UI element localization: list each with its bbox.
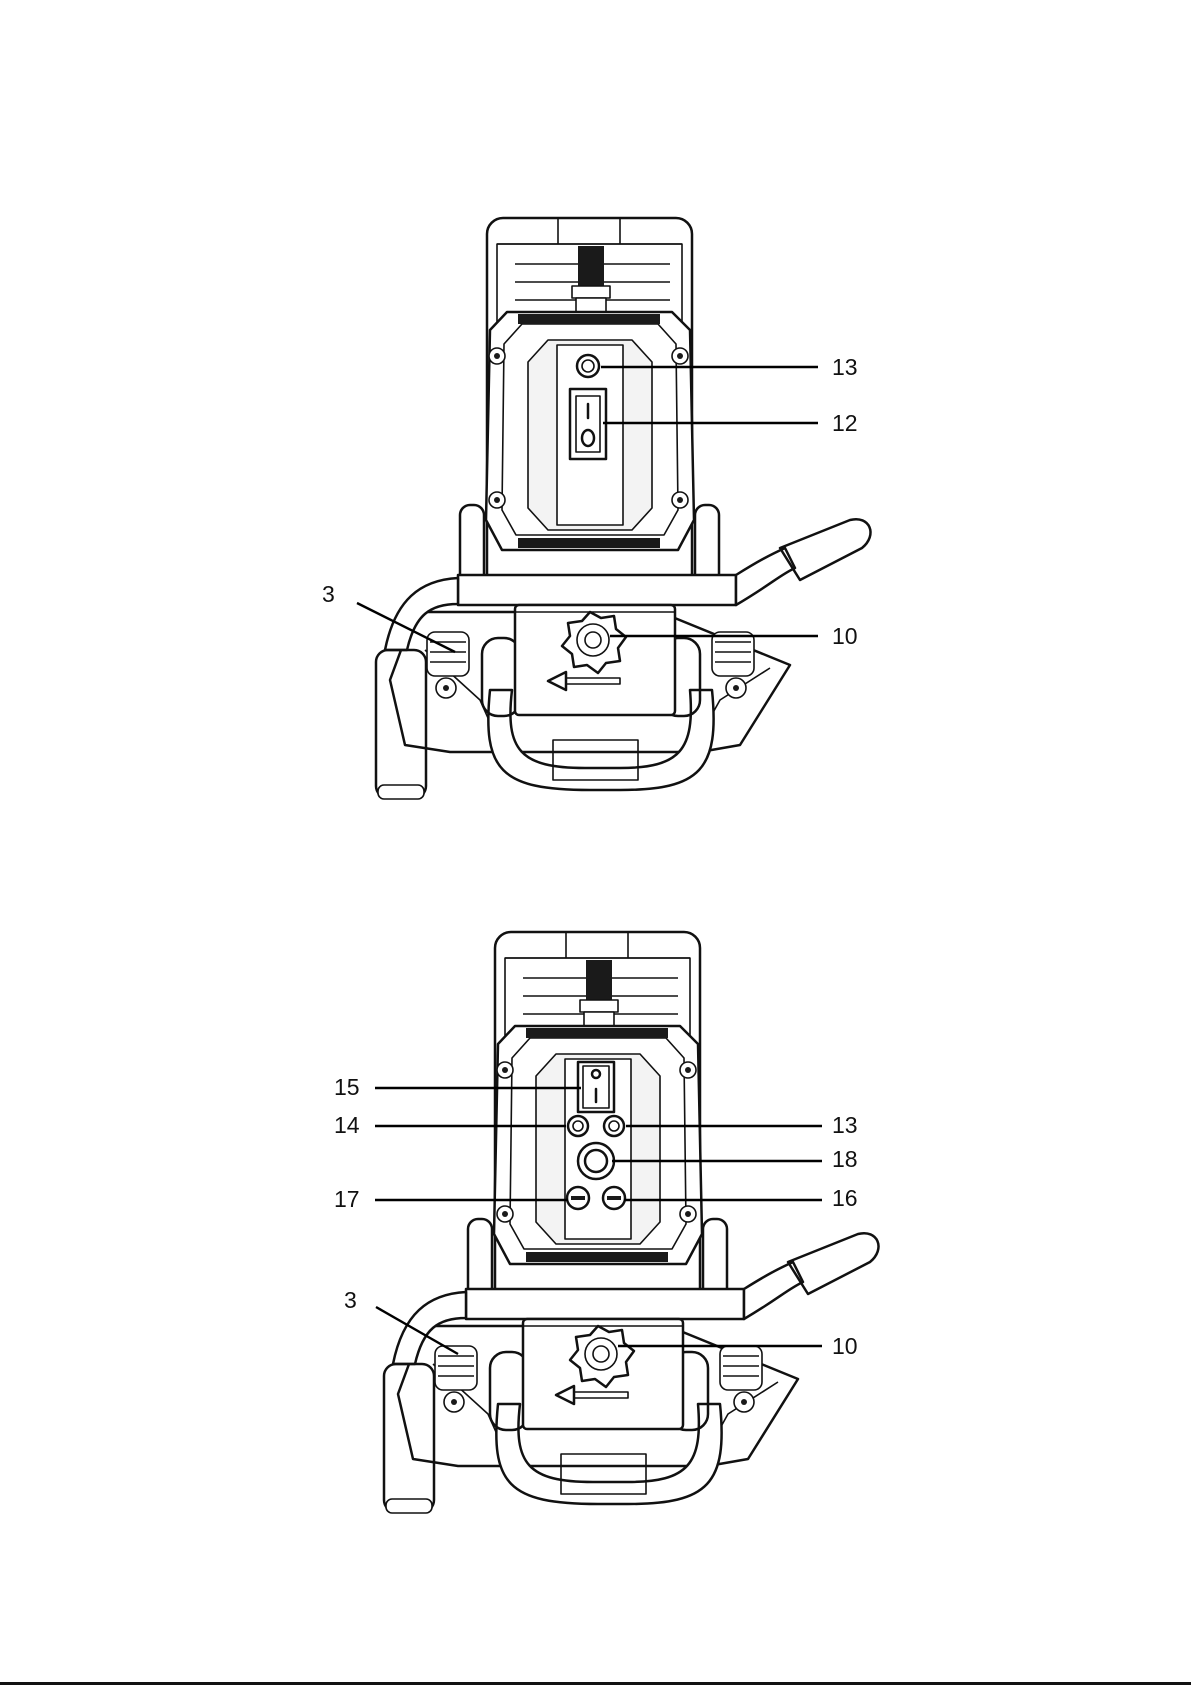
rocker-switch: [570, 389, 606, 459]
figure-top-switch-only: 13 12 3 10: [322, 218, 871, 799]
main-rocker-switch: [578, 1062, 614, 1112]
figure-control-panel: 15 14 13 18 17 16 3 10: [334, 932, 879, 1513]
callout-label-13: 13: [832, 354, 858, 380]
callout-label-17: 17: [334, 1186, 360, 1212]
callout-label-14: 14: [334, 1112, 360, 1138]
callout-label-3: 3: [344, 1287, 357, 1313]
callout-label-3: 3: [322, 581, 335, 607]
callout-label-12: 12: [832, 410, 858, 436]
callout-label-10: 10: [832, 623, 858, 649]
callout-label-15: 15: [334, 1074, 360, 1100]
callout-label-10: 10: [832, 1333, 858, 1359]
callout-label-18: 18: [832, 1146, 858, 1172]
callout-label-16: 16: [832, 1185, 858, 1211]
callout-label-13: 13: [832, 1112, 858, 1138]
